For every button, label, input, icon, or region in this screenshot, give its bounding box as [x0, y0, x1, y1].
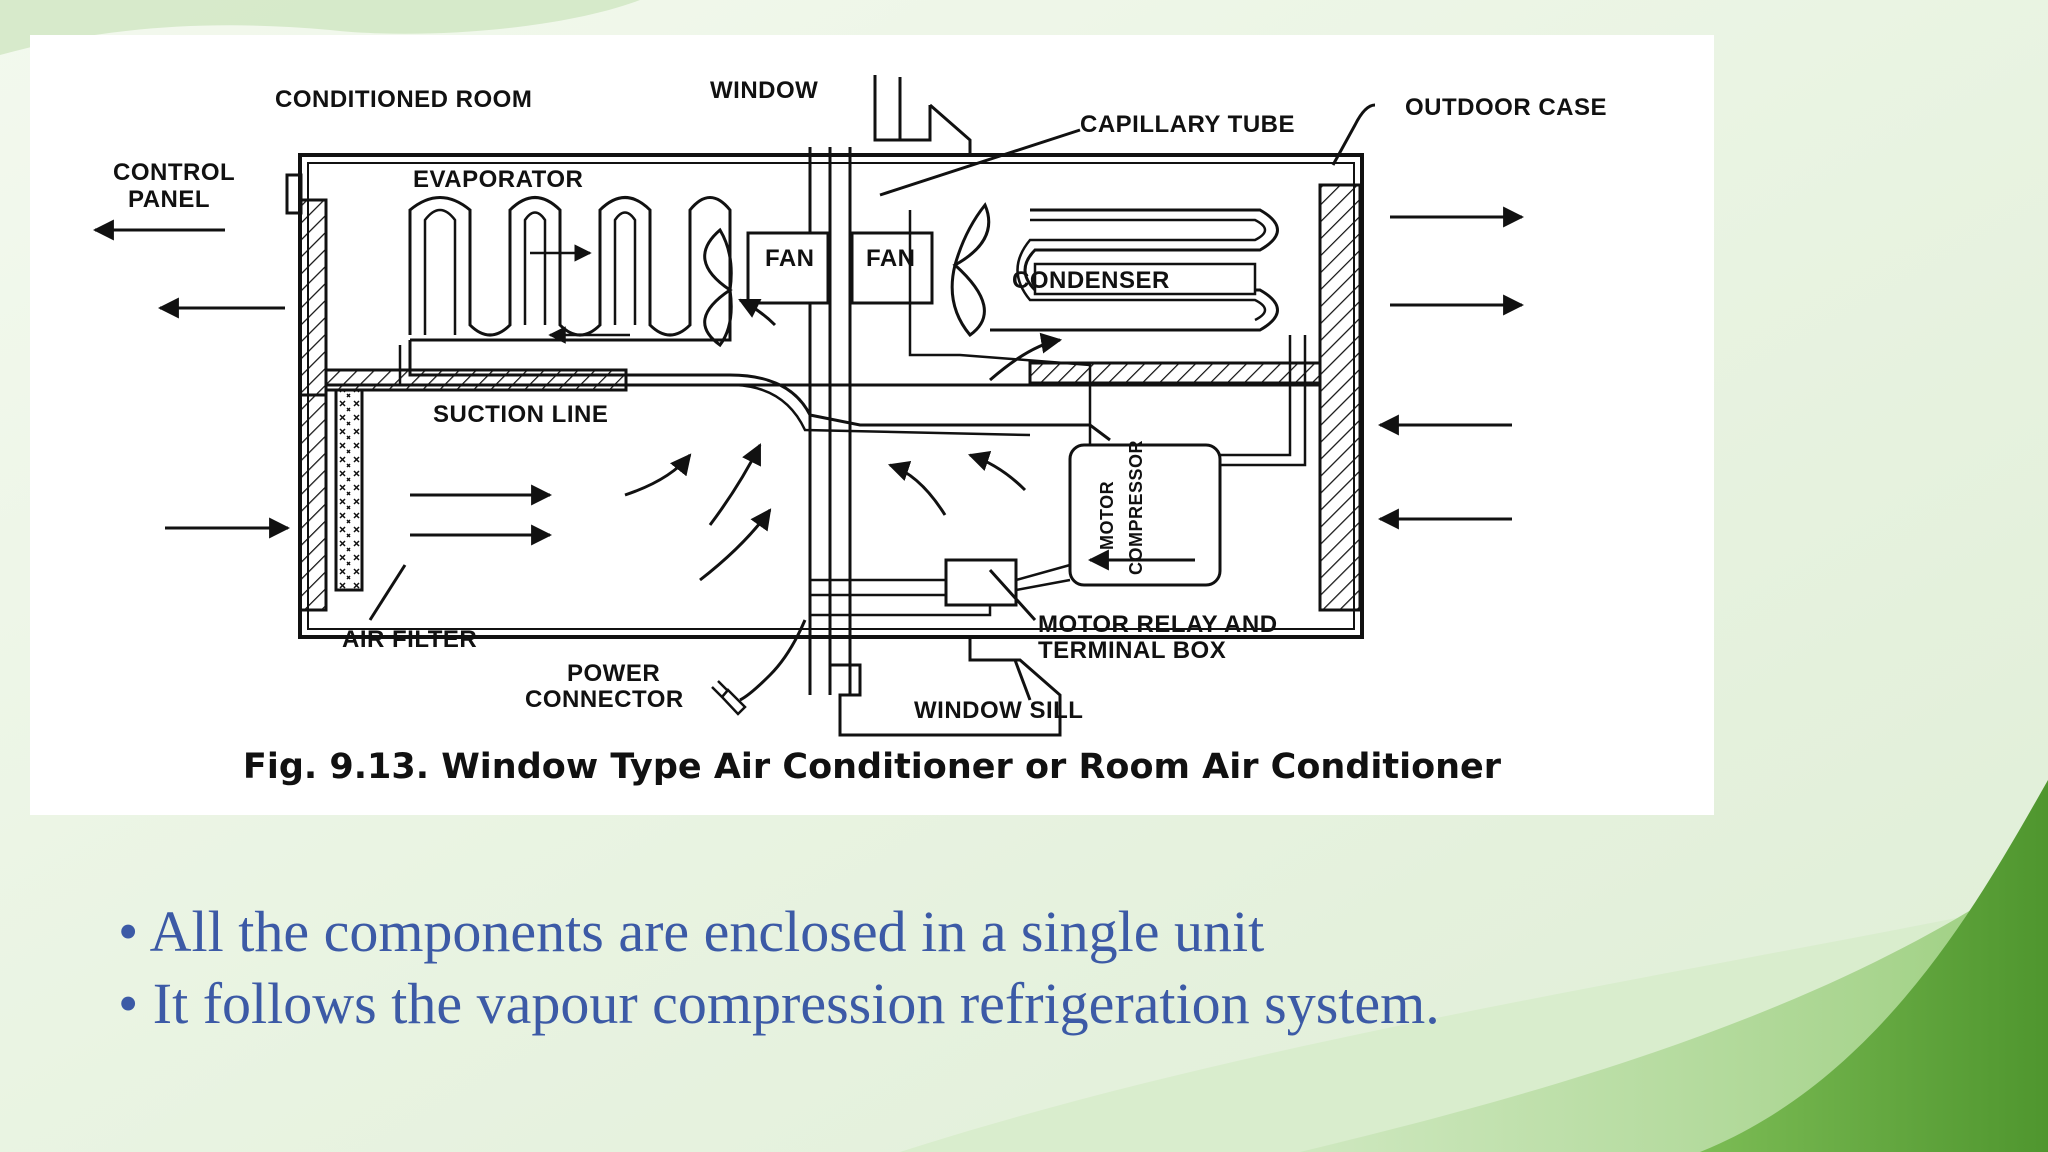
control-panel-knob — [285, 173, 303, 215]
label-capillary-tube: CAPILLARY TUBE — [1080, 111, 1295, 138]
right-fan-motor — [850, 231, 934, 305]
label-suction-line: SUCTION LINE — [433, 401, 608, 428]
top-swoosh — [0, 0, 640, 55]
right-insulation — [1318, 183, 1362, 612]
label-air-filter: AIR FILTER — [342, 626, 477, 653]
partition-left — [324, 368, 628, 392]
label-power-connector-line2: CONNECTOR — [525, 686, 684, 713]
motor-relay-box — [944, 558, 1018, 607]
left-insulation-upper — [298, 198, 328, 397]
left-fan-blades — [703, 227, 733, 348]
label-outdoor-case: OUTDOOR CASE — [1405, 94, 1607, 121]
label-control-panel-line2: PANEL — [128, 186, 210, 213]
partition-right — [1028, 361, 1322, 385]
right-wave-dark — [1700, 780, 2048, 1152]
label-conditioned-room: CONDITIONED ROOM — [275, 86, 532, 113]
label-motor-relay-line1: MOTOR RELAY AND — [1038, 611, 1278, 638]
label-motor: MOTOR — [1097, 481, 1117, 550]
right-fan-blades — [950, 202, 991, 338]
left-fan-motor — [746, 231, 830, 305]
label-power-connector-line1: POWER — [567, 660, 660, 687]
window-frame — [873, 75, 972, 155]
bullet-item: • It follows the vapour compression refr… — [118, 971, 1440, 1036]
air-conditioner-diagram: CONDITIONED ROOM WINDOW CAPILLARY TUBE O… — [92, 75, 1607, 737]
label-fan-right: FAN — [866, 245, 916, 272]
label-evaporator: EVAPORATOR — [413, 166, 583, 193]
label-window: WINDOW — [710, 77, 818, 104]
label-compressor: COMPRESSOR — [1126, 440, 1146, 575]
left-insulation-lower — [298, 393, 328, 612]
air-filter-block — [334, 388, 364, 592]
label-condenser: CONDENSER — [1012, 267, 1170, 294]
suction-line-pipe — [408, 340, 1111, 442]
label-fan-left: FAN — [765, 245, 815, 272]
condenser-label-box — [1033, 262, 1257, 296]
bullet-list: • All the components are enclosed in a s… — [118, 896, 1918, 1040]
label-control-panel-line1: CONTROL — [113, 159, 235, 186]
capillary-tube-pipe — [908, 210, 1092, 445]
figure-caption: Fig. 9.13. Window Type Air Conditioner o… — [242, 747, 1502, 787]
label-window-sill: WINDOW SILL — [914, 697, 1083, 724]
label-motor-relay-line2: TERMINAL BOX — [1038, 637, 1226, 664]
diagram-figure: CONDITIONED ROOM WINDOW CAPILLARY TUBE O… — [30, 35, 1714, 815]
power-plug — [711, 680, 747, 716]
evaporator-coil — [408, 196, 732, 342]
condenser-coil — [990, 208, 1279, 332]
window-sill — [828, 637, 1062, 737]
bullet-item: • All the components are enclosed in a s… — [118, 899, 1265, 964]
power-connector-cord — [739, 619, 807, 702]
